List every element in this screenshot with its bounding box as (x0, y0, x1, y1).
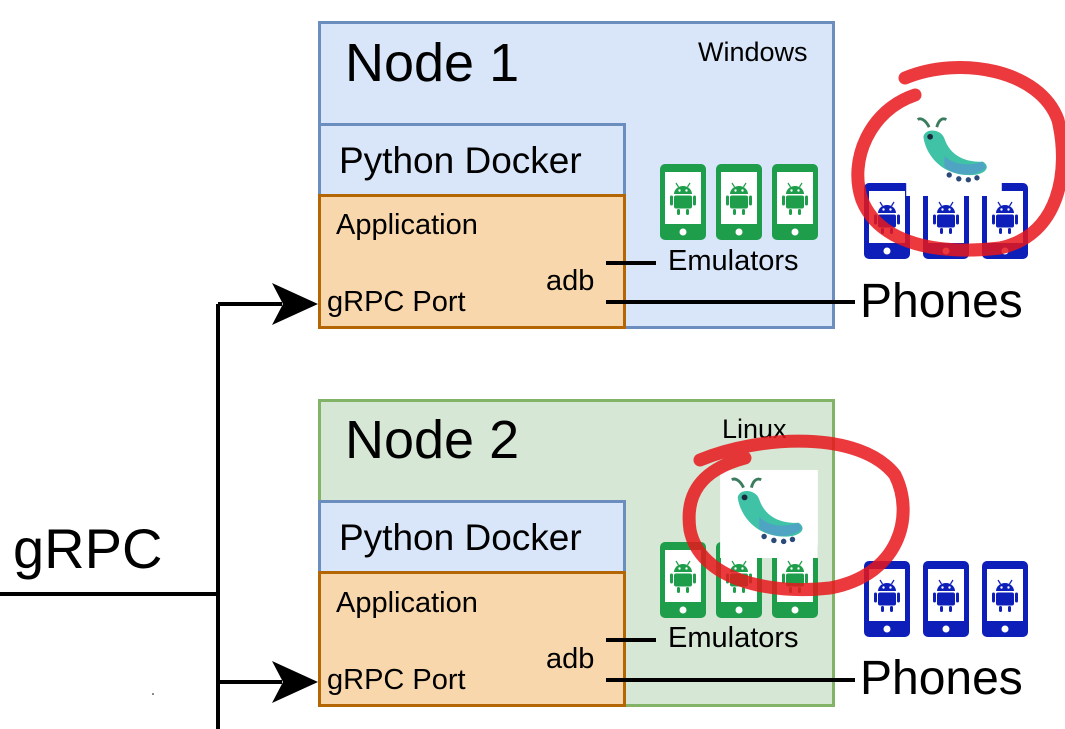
node-1-application-box (318, 194, 626, 329)
node-1-grpc-port-label: gRPC Port (327, 286, 466, 318)
node-1-docker-box (318, 123, 626, 197)
node-1-title: Node 1 (345, 33, 520, 93)
node-1-os-label: Windows (698, 37, 808, 67)
node-2-title: Node 2 (345, 410, 520, 470)
node-1-docker-label: Python Docker (339, 140, 582, 181)
node-1-phones-label: Phones (860, 275, 1023, 328)
node-2-docker-label: Python Docker (339, 517, 582, 558)
arrow-1-head (272, 283, 318, 325)
node-1-application-label: Application (336, 209, 478, 241)
node-1-emulators-label: Emulators (668, 245, 799, 277)
node-2-adb-label: adb (546, 643, 595, 675)
highlight-circle-node-1 (851, 61, 1065, 257)
arrow-2-head (272, 661, 318, 703)
node-1-adb-label: adb (546, 265, 595, 297)
node-2-grpc-port-label: gRPC Port (327, 664, 466, 696)
stray-dot (152, 693, 154, 695)
highlight-circle-node-2 (682, 434, 910, 597)
node-2-phones-label: Phones (860, 652, 1023, 705)
grpc-label: gRPC (13, 517, 163, 580)
node-2-application-box (318, 571, 626, 707)
node-2-emulators-label: Emulators (668, 622, 799, 654)
node-2-application-label: Application (336, 587, 478, 619)
